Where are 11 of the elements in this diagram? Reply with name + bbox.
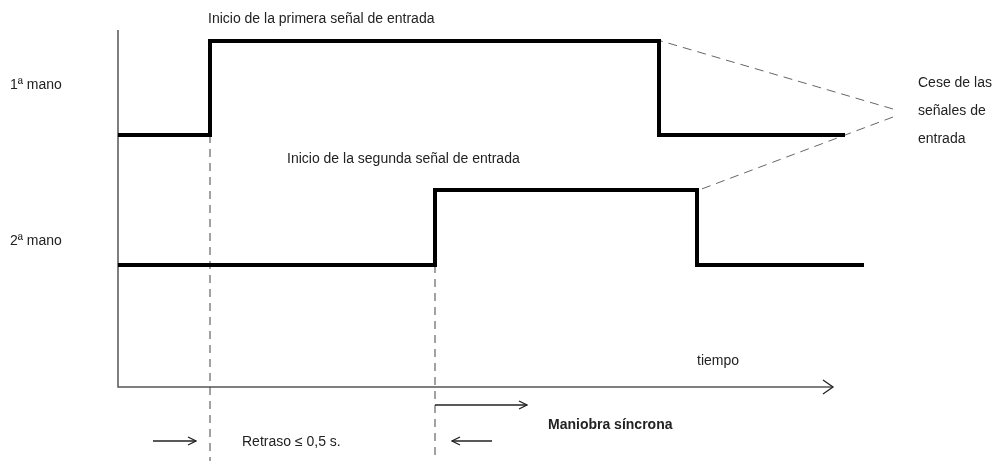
interval-label: Retraso ≤ 0,5 s. <box>242 432 341 450</box>
channel-label: 1ª mano <box>10 75 62 93</box>
leader-line <box>660 40 894 110</box>
signal-label: Inicio de la segunda señal de entrada <box>287 149 520 167</box>
signal-label: Inicio de la primera señal de entrada <box>208 9 435 27</box>
signal-waveform <box>118 39 845 137</box>
signal-waveform <box>118 188 864 267</box>
axis-label: tiempo <box>697 351 740 369</box>
callout-text: Cese de las señales de entrada <box>918 73 993 148</box>
interval-label: Maniobra síncrona <box>548 415 673 433</box>
channel-label: 2ª mano <box>10 231 62 249</box>
